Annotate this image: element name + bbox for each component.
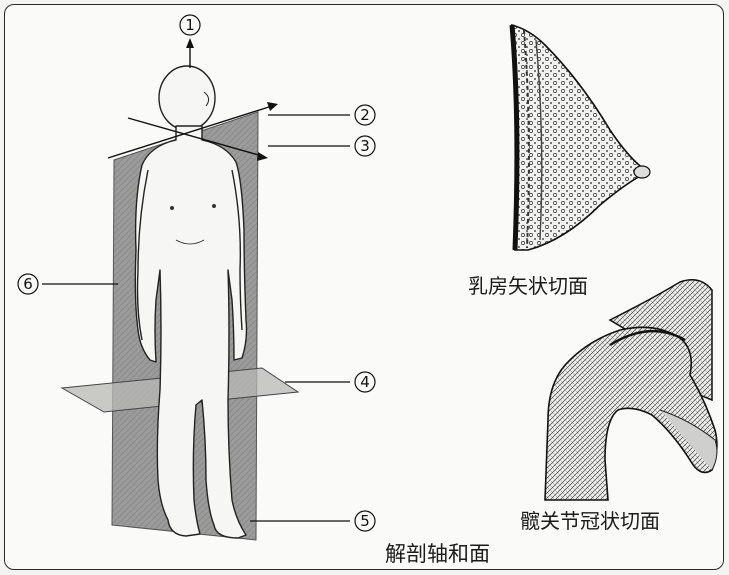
circle-label-1: 1 xyxy=(180,15,200,35)
hip-section-caption: 髋关节冠状切面 xyxy=(520,505,660,534)
breast-section-caption: 乳房矢状切面 xyxy=(468,270,588,299)
hip-section-illustration xyxy=(545,280,717,500)
svg-text:1: 1 xyxy=(185,16,195,34)
svg-text:2: 2 xyxy=(360,106,370,124)
figure-title: 解剖轴和面 xyxy=(385,538,490,568)
svg-text:5: 5 xyxy=(360,512,370,530)
circle-label-4: 4 xyxy=(355,372,375,392)
svg-text:4: 4 xyxy=(360,373,370,391)
circle-label-2: 2 xyxy=(355,105,375,125)
circle-label-5: 5 xyxy=(355,511,375,531)
circle-label-6: 6 xyxy=(18,274,38,294)
svg-text:6: 6 xyxy=(23,275,33,293)
svg-text:3: 3 xyxy=(360,137,370,155)
breast-section-illustration xyxy=(512,25,650,250)
circle-label-3: 3 xyxy=(355,136,375,156)
